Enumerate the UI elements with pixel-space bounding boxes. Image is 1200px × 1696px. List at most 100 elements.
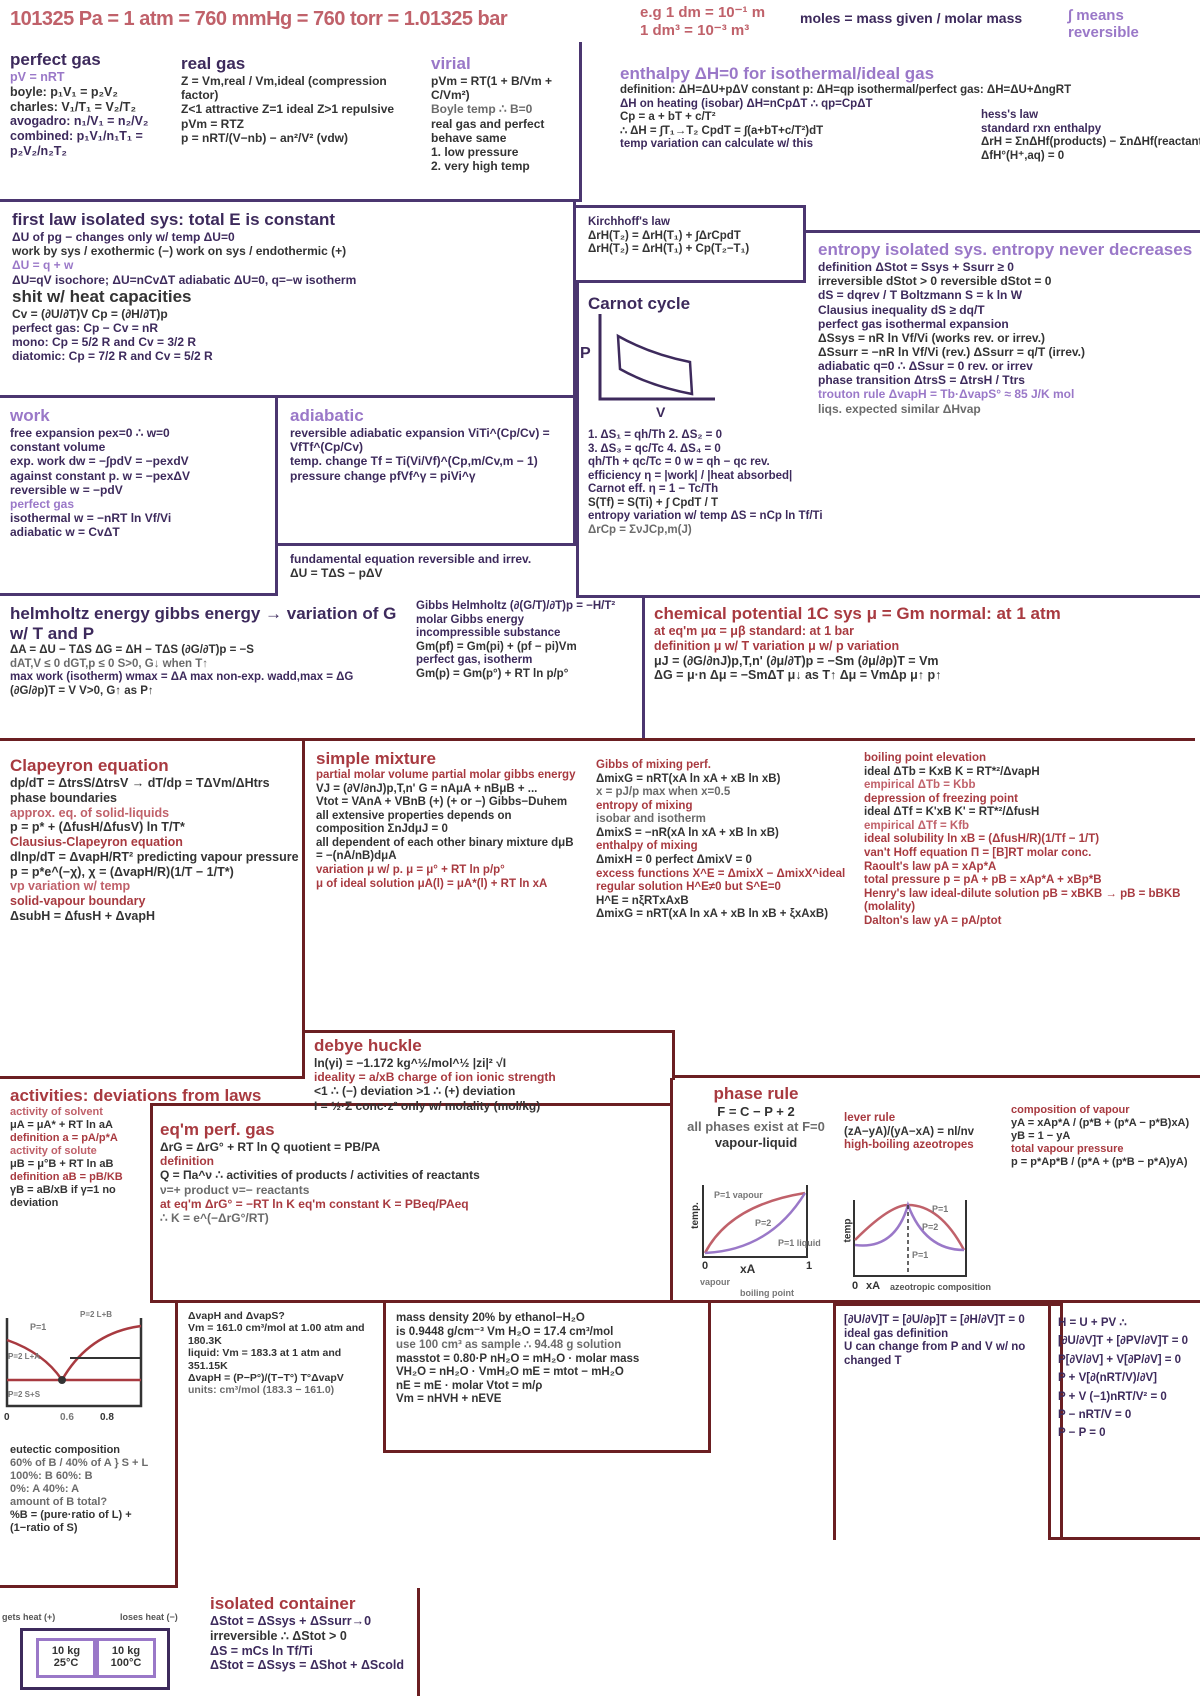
formula-line: γB = aB/xB if γ=1 no deviation: [10, 1183, 116, 1209]
section-heading: real gas: [181, 54, 246, 73]
formula-line: Cp = a + bT + c/T²: [620, 111, 716, 124]
formula-line: Gm(p) = Gm(p°) + RT ln p/p°: [416, 667, 569, 680]
formula-line: definition ΔStot = Ssys + Ssurr ≥ 0: [818, 260, 1014, 275]
formula-line: dAT,V ≤ 0 dGT,p ≤ 0 S>0, G↓ when T↑: [10, 657, 209, 670]
border-phase: [670, 1078, 1200, 1303]
vl-x1: 1: [806, 1260, 813, 1272]
formula-line: solid-vapour boundary: [10, 894, 146, 909]
formula-line: incompressible substance: [416, 627, 561, 640]
formula-line: adiabatic q=0 ∴ ΔSsur = 0 rev. or irrev: [818, 359, 1033, 374]
formula-line: 1. ΔS₁ = qh/Th 2. ΔS₂ = 0: [588, 429, 722, 442]
formula-line: excess functions X^E = ΔmixX − ΔmixX^ide…: [596, 867, 846, 880]
formula-line: Boyle temp ∴ B=0: [431, 102, 533, 117]
integral-note-line: ∫ means: [1068, 7, 1124, 24]
formula-line: dlnp/dT = ΔvapH/RT² predicting vapour pr…: [10, 849, 299, 864]
formula-line: p = nRT/(V−nb) − an²/V² (vdw): [181, 130, 349, 145]
section-heading: enthalpy ΔH=0 for isothermal/ideal gas: [620, 64, 935, 83]
integral-note-line: reversible: [1068, 23, 1139, 41]
formula-line: 3. ΔS₃ = qc/Tc 4. ΔS₄ = 0: [588, 442, 721, 455]
formula-line: I = ½·Σ conc·z² only w/ molality (mol/kg…: [314, 1098, 541, 1113]
formula-line: temp. change Tf = Ti(Vi/Vf)^(Cp,m/Cv,m −…: [290, 454, 538, 469]
formula-line: trouton rule ΔvapH = Tb·ΔvapS° ≈ 85 J/K …: [818, 387, 1075, 402]
formula-line: high-boiling azeotropes: [844, 1139, 974, 1152]
formula-line: p = p* + (ΔfusH/ΔfusV) ln T/T*: [10, 820, 185, 835]
formula-line: [∂U/∂V]T = [∂U/∂p]T = [∂H/∂V]T = 0: [844, 1314, 1025, 1326]
formula-line: yA = xAp*A / (p*B + (p*A − p*B)xA): [1011, 1116, 1190, 1129]
container-right: 10 kg 100°C: [96, 1638, 156, 1678]
formula-line: empirical ΔTf = Kfb: [864, 819, 970, 832]
formula-line: definition: [160, 1154, 214, 1169]
formula-line: reversible adiabatic expansion ViTi^(Cp/…: [290, 426, 550, 455]
border-gases: [0, 42, 582, 202]
formula-line: is 0.9448 g/cm⁻³ Vm H₂O = 17.4 cm³/mol: [396, 1325, 614, 1338]
az-x0: 0: [852, 1280, 859, 1292]
formula-line: %B = (pure·ratio of L) + (1−ratio of S): [10, 1508, 132, 1534]
border-activities: [150, 1103, 670, 1303]
formula-line: adiabatic w = CvΔT: [10, 525, 120, 540]
formula-line: 1. low pressure: [431, 144, 519, 159]
formula-line: ideal gas definition: [844, 1327, 949, 1340]
border-debye: [305, 1030, 675, 1080]
formula-line: perfect gas, isotherm: [416, 654, 533, 667]
eut-eutectic-point: [58, 1376, 66, 1384]
formula-line: units: cm³/mol (183.3 − 161.0): [188, 1384, 335, 1397]
carnot-axes: [598, 314, 715, 401]
dm-conversion: e.g 1 dm = 10⁻¹ m: [640, 4, 766, 21]
eut-left-curve: [6, 1338, 64, 1381]
formula-line: mono: Cp = 5/2 R and Cv = 3/2 R: [12, 335, 197, 350]
formula-line: ΔrCp = ΣνJCp,m(J): [588, 523, 692, 536]
formula-line: isothermal w = −nRT ln Vf/Vi: [10, 510, 172, 525]
formula-line: ΔU=qV isochore; ΔU=nCvΔT adiabatic ΔU=0,…: [12, 272, 357, 287]
az-ylabel: temp: [842, 1218, 854, 1243]
formula-line: ΔmixG = nRT(xA ln xA + xB ln xB + ξxAxB): [596, 908, 829, 921]
formula-line: all phases exist at F=0: [687, 1119, 825, 1135]
formula-line: phase boundaries: [10, 790, 117, 805]
dm3-conversion: 1 dm³ = 10⁻³ m³: [640, 22, 750, 39]
az-note: azeotropic composition: [890, 1282, 992, 1292]
formula-line: all dependent of each other binary mixtu…: [316, 836, 574, 863]
formula-line: μJ = (∂G/∂nJ)p,T,n' (∂μ/∂T)p = −Sm (∂μ/∂…: [654, 653, 939, 668]
formula-line: ∴ K = e^(−ΔrG°/RT): [160, 1210, 269, 1225]
container-left: 10 kg 25°C: [36, 1638, 96, 1678]
formula-line: ν=+ product ν=− reactants: [160, 1182, 310, 1197]
formula-line: dS = dqrev / T Boltzmann S = k ln W: [818, 288, 1023, 303]
border-vaporization: [178, 1303, 386, 1453]
section-gibbs: helmholtz energy gibbs energy → variatio…: [4, 600, 404, 702]
formula-line: activity of solvent: [10, 1106, 103, 1119]
section-heading: debye huckle: [314, 1036, 422, 1055]
formula-line: hess's law: [981, 109, 1039, 121]
formula-line: ΔG = μ·n Δμ = −SmΔT μ↓ as T↑ Δμ = VmΔp μ…: [654, 668, 942, 683]
container-right-note: loses heat (−): [120, 1612, 178, 1622]
carnot-cycle-path: [616, 333, 694, 396]
eut-right-curve: [60, 1324, 142, 1381]
section-heading: entropy isolated sys. entropy never decr…: [818, 240, 1193, 259]
eut-region-1: P=1: [30, 1322, 47, 1332]
formula-line: Kirchhoff's law: [588, 216, 670, 228]
border-work: [0, 398, 278, 596]
formula-line: p = p*Ap*B / (p*A + (p*B − p*A)yA): [1011, 1155, 1188, 1168]
formula-line: approx. eq. of solid-liquids: [10, 805, 170, 820]
eut-tick-0: 0: [4, 1412, 10, 1423]
formula-line: Gm(pf) = Gm(pi) + (pf − pi)Vm: [416, 640, 577, 653]
formula-line: Raoult's law pA = xAp*A: [864, 860, 997, 873]
formula-line: yB = 1 − yA: [1011, 1129, 1071, 1142]
formula-line: ΔSsurr = −nR ln Vf/Vi (rev.) ΔSsurr = q/…: [818, 344, 1085, 359]
formula-line: ΔStot = ΔSsys + ΔSsurr→0: [210, 1614, 372, 1629]
formula-line: (zA−yA)/(yA−xA) = nl/nv: [844, 1125, 975, 1138]
units-conversion: 101325 Pa = 1 atm = 760 mmHg = 760 torr …: [10, 8, 508, 30]
formula-line: μA = μA* + RT ln aA: [10, 1119, 113, 1132]
vl-vapour-curve: [703, 1191, 806, 1254]
formula-line: Z = Vm,real / Vm,ideal (compression fact…: [181, 74, 387, 103]
formula-line: ΔrH(T₂) = ΔrH(T₁) + Cp(T₂−T₁): [588, 243, 750, 256]
formula-line: total pressure p = pA + pB = xAp*A + xBp…: [864, 874, 1102, 887]
formula-line: definition μ w/ T variation μ w/ p varia…: [654, 638, 900, 653]
eut-region-3: P=2 L+A: [8, 1352, 41, 1361]
border-chempot: [0, 738, 1195, 741]
